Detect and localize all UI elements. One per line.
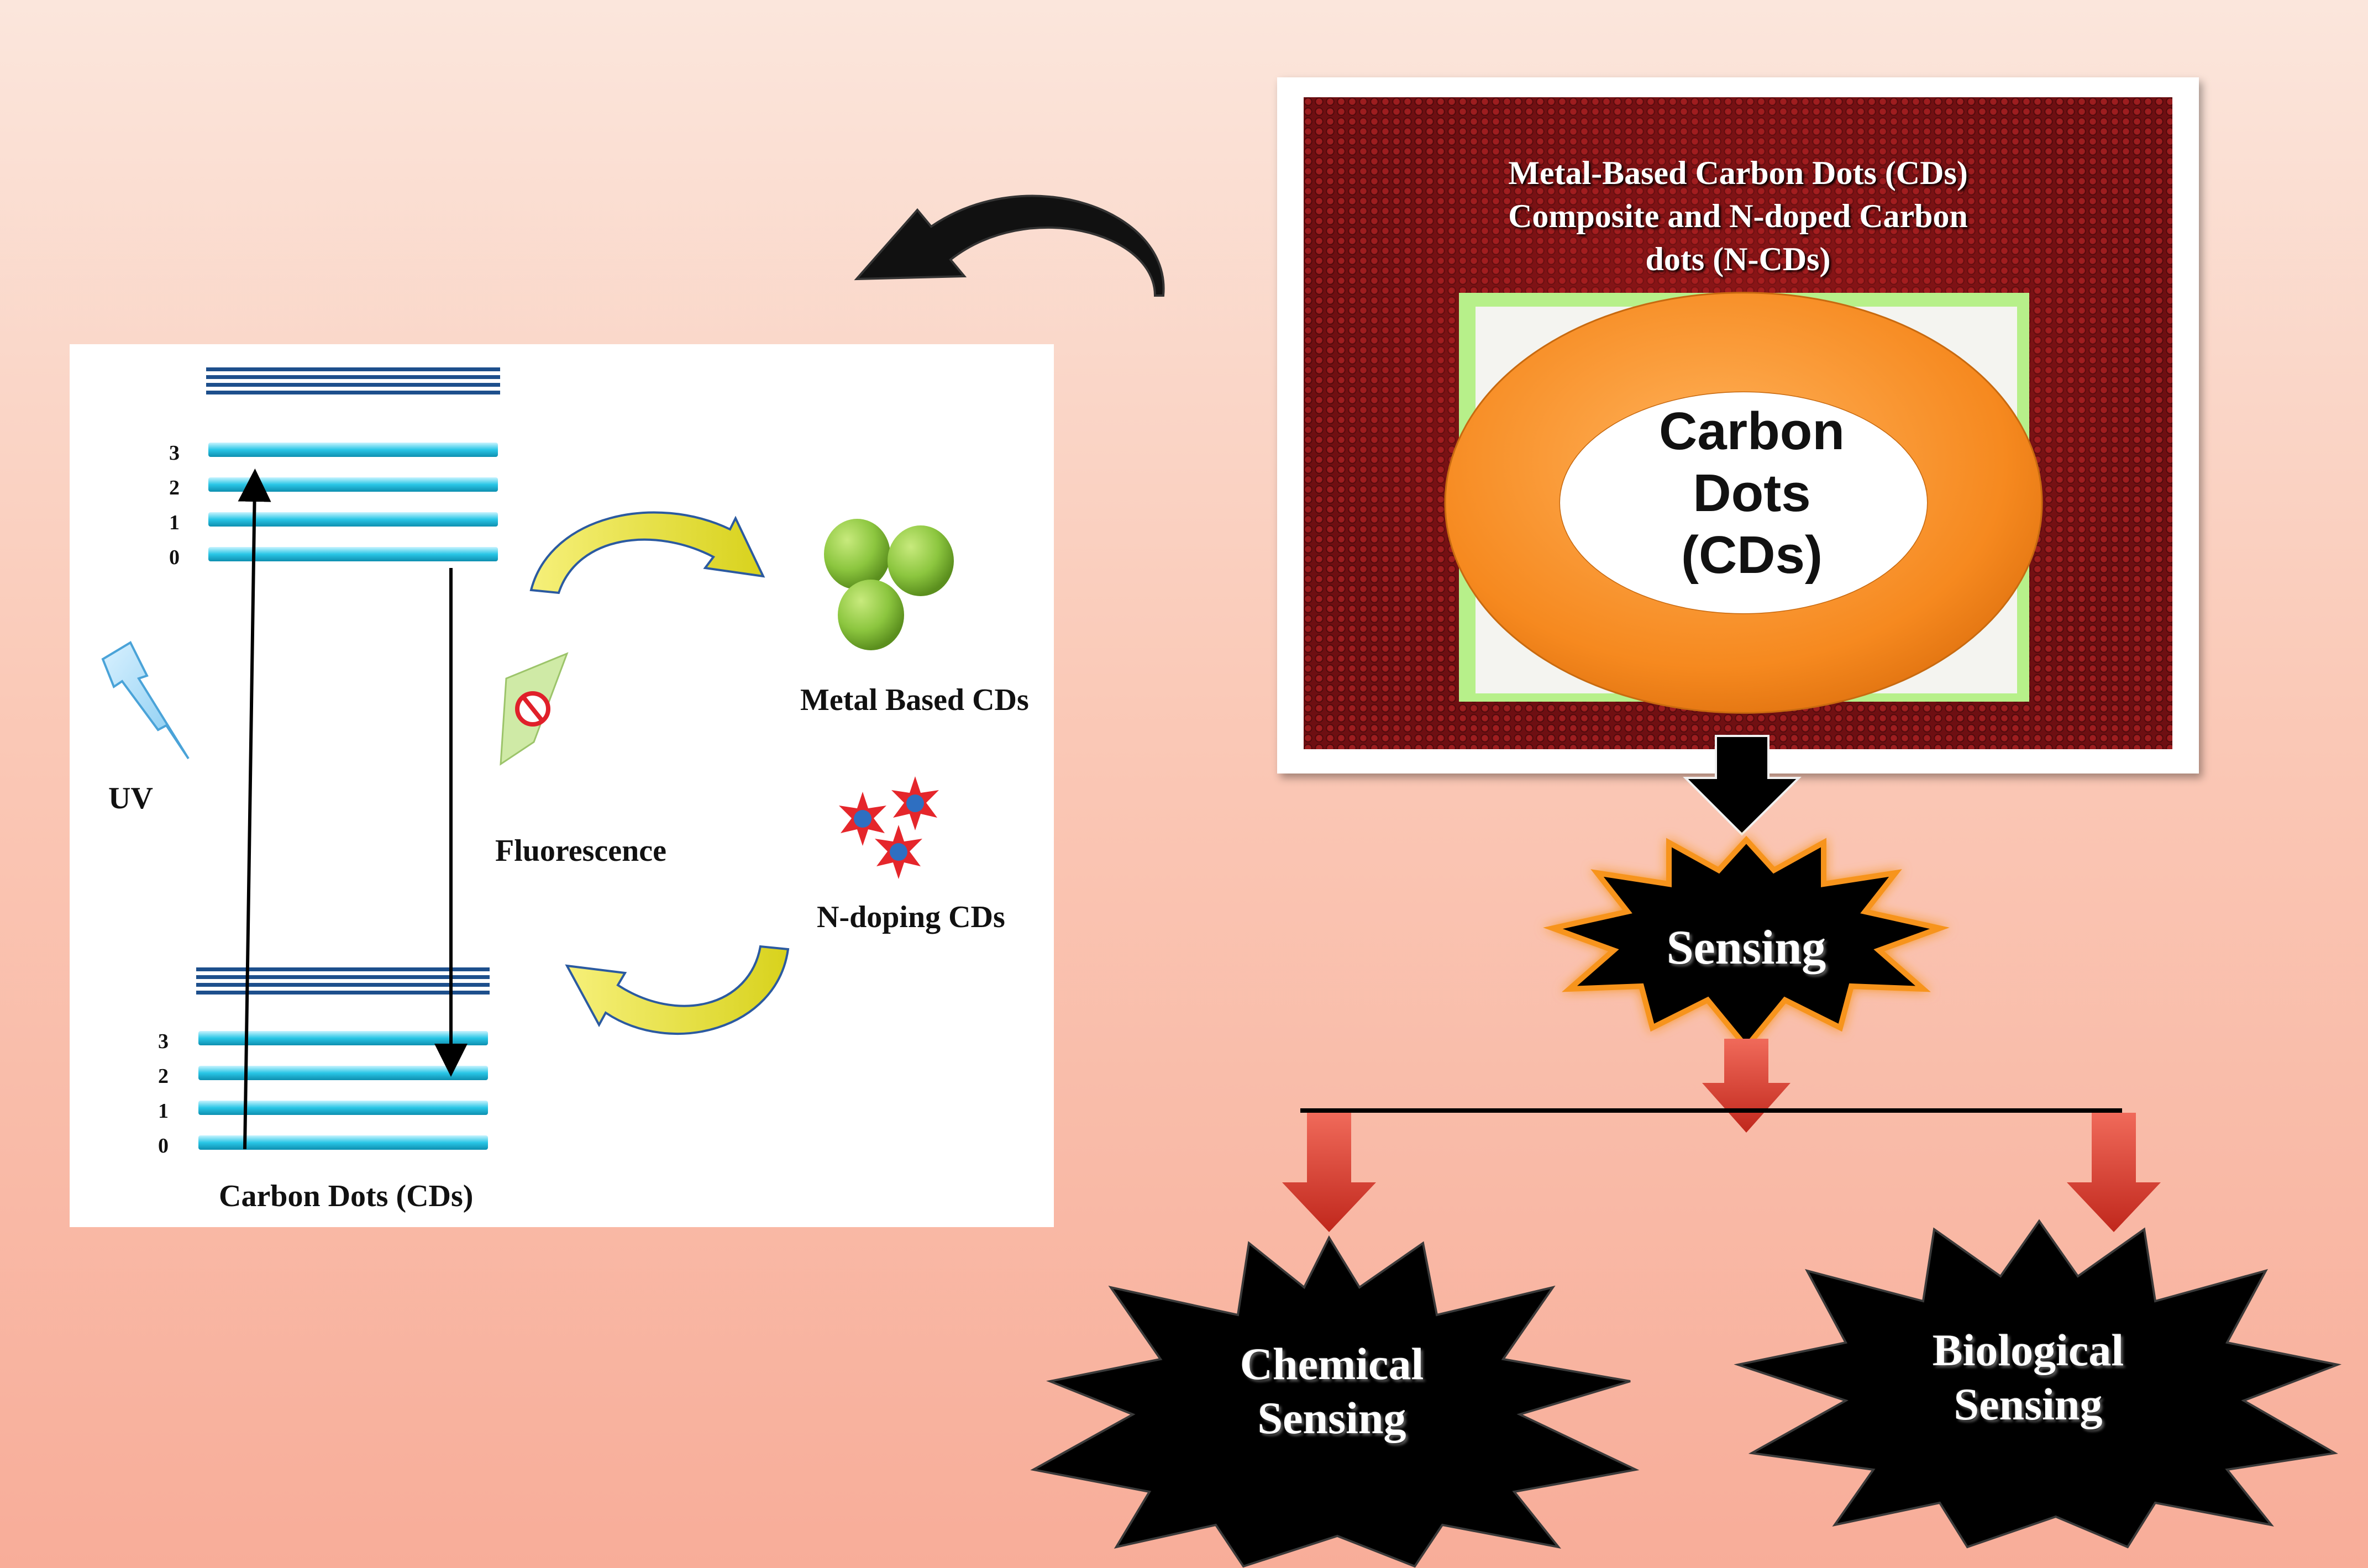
upper-level-0: [208, 547, 498, 561]
upper-level-0-label: 0: [169, 546, 180, 569]
biological-sensing-burst: [1734, 1219, 2342, 1549]
lower-band-lines: [196, 967, 490, 995]
curved-arrow-bottom: [565, 945, 790, 1035]
energy-diagram-panel: 3 2 1 0 3 2 1 0 UV Carbon Dots (CDs) Flu…: [70, 344, 1054, 1227]
down-arrow-main: [1683, 735, 1802, 836]
branch-line: [1300, 1108, 2122, 1113]
lower-level-2-label: 2: [158, 1065, 169, 1088]
lower-level-3: [198, 1031, 488, 1045]
sensing-label: Sensing: [1666, 921, 1826, 975]
upper-level-1-label: 1: [169, 511, 180, 534]
ring-label-line: Carbon: [1659, 402, 1845, 461]
metal-spheres-icon: [824, 519, 954, 650]
chemical-sensing-label: Chemical Sensing: [1194, 1337, 1470, 1445]
lower-level-1-label: 1: [158, 1099, 169, 1123]
fluorescence-label: Fluorescence: [495, 834, 666, 868]
lower-level-3-label: 3: [158, 1030, 169, 1053]
uv-label: UV: [108, 781, 153, 815]
composite-card-title: Metal-Based Carbon Dots (CDs) Composite …: [1304, 151, 2172, 281]
absorption-arrow: [238, 469, 271, 1150]
ring-label-line: (CDs): [1681, 525, 1823, 585]
upper-level-3-label: 3: [169, 441, 180, 465]
curved-arrow-top: [529, 511, 765, 594]
fluorescence-icon: [500, 652, 569, 766]
chemical-sensing-burst: [1030, 1235, 1640, 1568]
lightning-bolt-icon: [101, 641, 190, 760]
upper-level-3: [208, 443, 498, 457]
biological-sensing-label: Biological Sensing: [1890, 1323, 2166, 1432]
card-title-line: dots (N-CDs): [1645, 241, 1831, 277]
metal-based-cds-label: Metal Based CDs: [800, 683, 1029, 717]
energy-diagram-graphics: [101, 367, 954, 1150]
return-arrow-icon: [854, 194, 1165, 297]
upper-level-2-label: 2: [169, 476, 180, 499]
n-doping-cds-label: N-doping CDs: [817, 900, 1005, 934]
red-arrow-left: [1282, 1113, 1376, 1232]
card-title-line: Composite and N-doped Carbon: [1508, 198, 1968, 234]
n-doping-icon: [839, 776, 939, 879]
upper-level-1: [208, 512, 498, 527]
lower-level-0: [198, 1135, 488, 1150]
carbon-dots-caption: Carbon Dots (CDs): [219, 1179, 474, 1213]
red-arrow-center: [1702, 1039, 1791, 1133]
chemical-sensing-line: Chemical: [1240, 1339, 1424, 1389]
ring-label-line: Dots: [1693, 464, 1811, 523]
lower-level-1: [198, 1101, 488, 1115]
lower-levels: [198, 1031, 488, 1150]
upper-levels: [208, 443, 498, 561]
card-title-line: Metal-Based Carbon Dots (CDs): [1508, 155, 1968, 191]
lower-level-2: [198, 1066, 488, 1080]
biological-sensing-line: Biological: [1932, 1325, 2124, 1375]
upper-band-lines: [206, 367, 500, 394]
upper-level-2: [208, 477, 498, 492]
biological-sensing-line: Sensing: [1954, 1379, 2103, 1429]
chemical-sensing-line: Sensing: [1257, 1393, 1406, 1443]
lower-level-0-label: 0: [158, 1134, 169, 1157]
red-arrow-right: [2067, 1113, 2161, 1232]
ring-center: [1560, 392, 1927, 613]
carbon-dots-ring-label: Carbon Dots (CDs): [1614, 401, 1890, 586]
